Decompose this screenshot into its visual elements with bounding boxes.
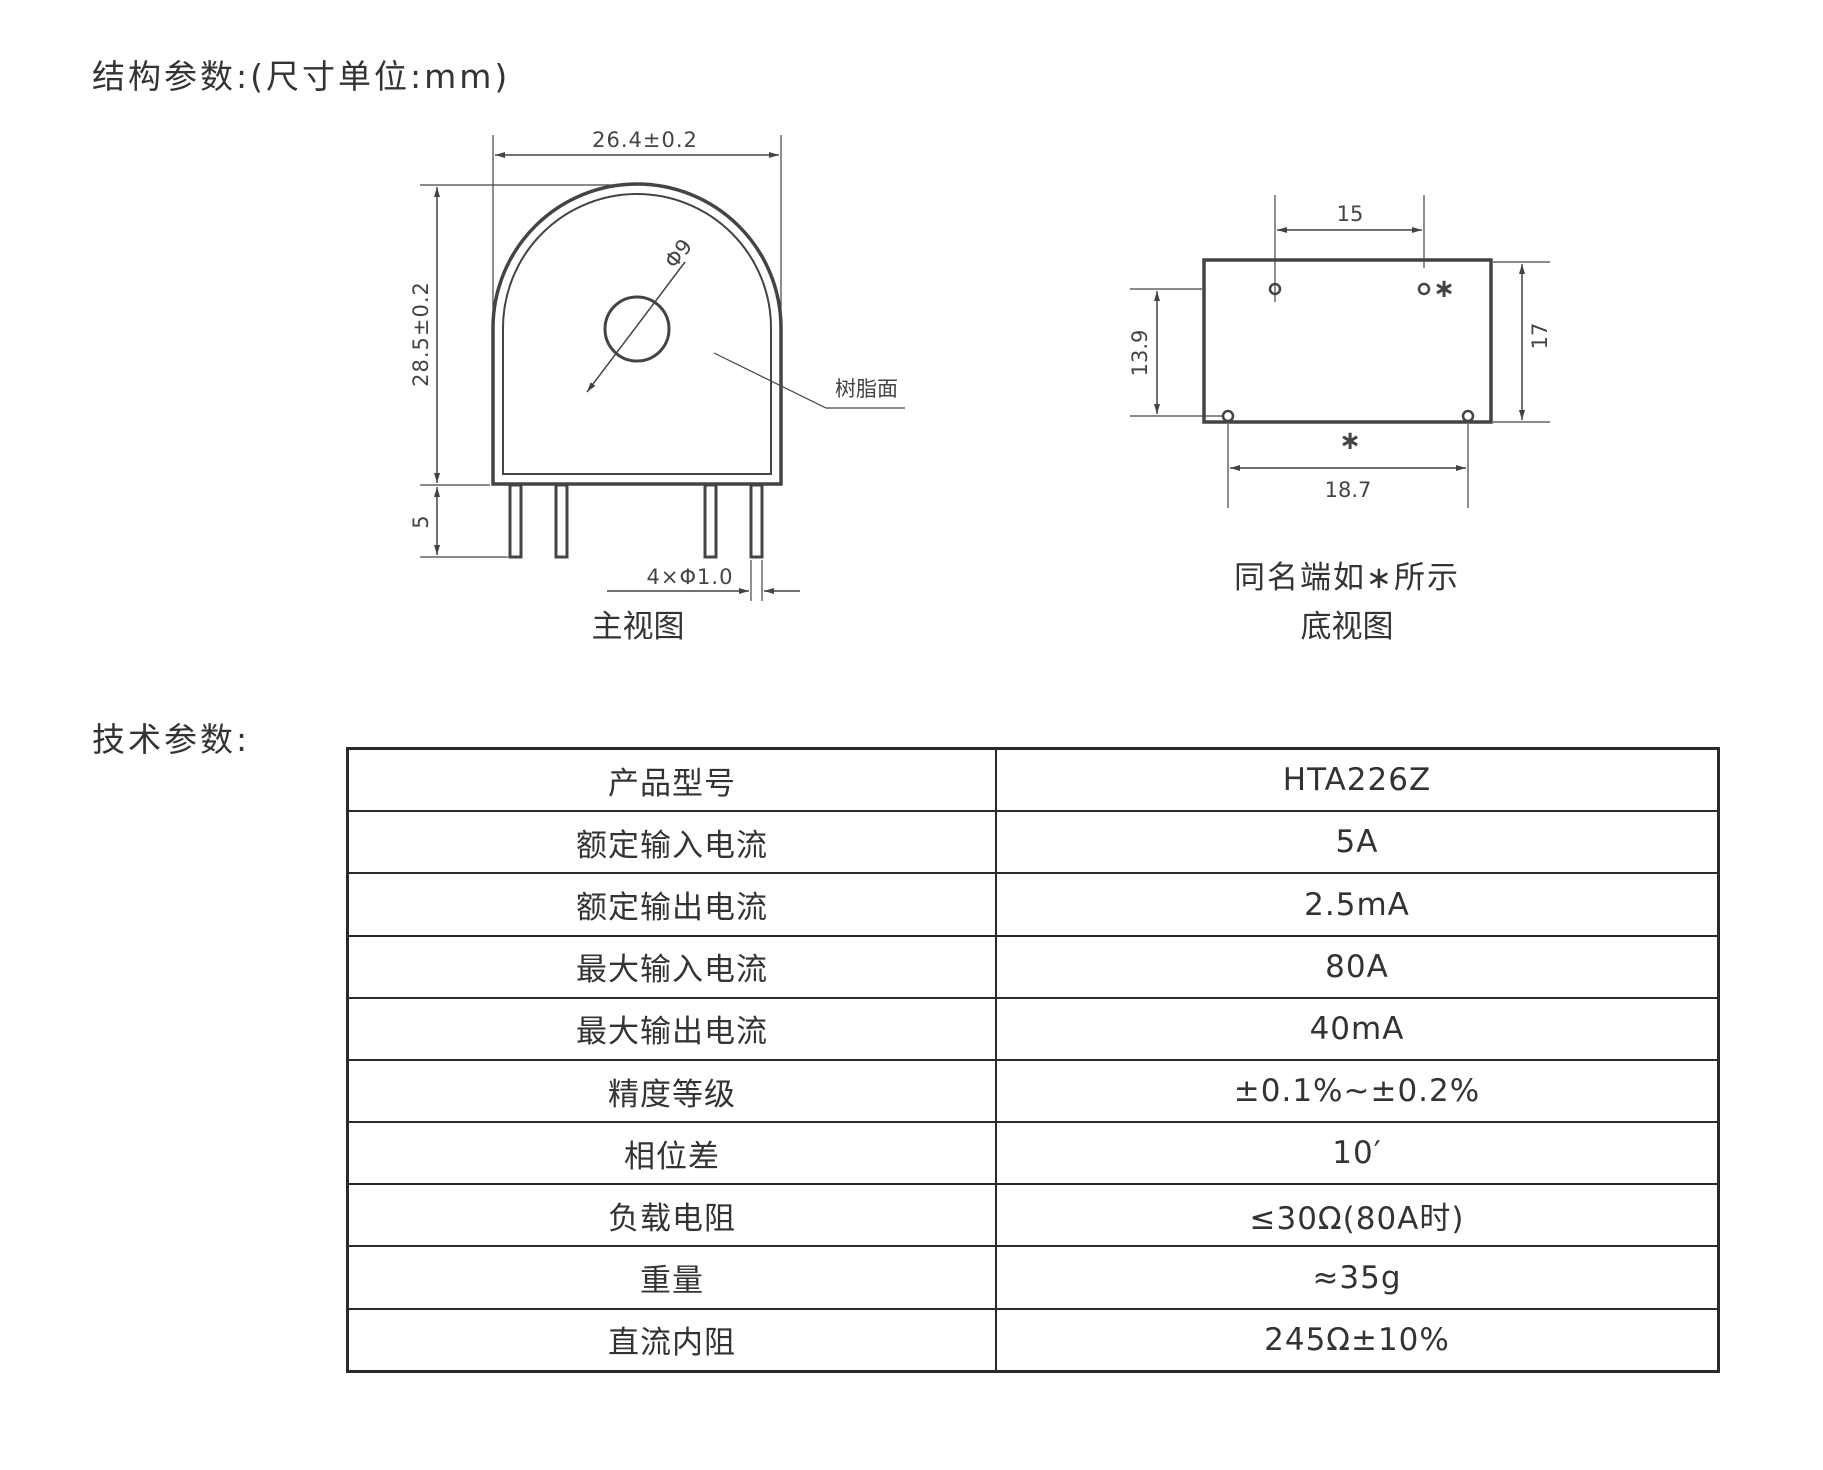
table-row: 额定输出电流 2.5mA bbox=[346, 872, 1720, 937]
polarity-marker: ∗ bbox=[1339, 426, 1361, 456]
spec-label: 最大输入电流 bbox=[346, 934, 997, 999]
pin-diameter-dim: 4×Φ1.0 bbox=[647, 565, 734, 589]
table-row: 相位差 10′ bbox=[346, 1121, 1720, 1186]
bottom-body-outline bbox=[1202, 258, 1493, 424]
table-row: 负载电阻 ≤30Ω(80A时) bbox=[346, 1183, 1720, 1248]
hole-diameter-dim: Φ9 bbox=[660, 235, 697, 273]
spec-label: 负载电阻 bbox=[346, 1183, 997, 1248]
front-body-outline bbox=[491, 182, 783, 486]
tech-params-table: 产品型号 HTA226Z 额定输入电流 5A 额定输出电流 2.5mA 最大输入… bbox=[346, 747, 1720, 1373]
spec-label: 直流内阻 bbox=[346, 1307, 997, 1373]
front-width-dim: 26.4±0.2 bbox=[592, 128, 698, 152]
spec-value: 10′ bbox=[995, 1121, 1720, 1186]
front-pin-length-dim: 5 bbox=[409, 515, 433, 528]
spec-value: HTA226Z bbox=[995, 747, 1720, 813]
structure-title: 结构参数:(尺寸单位:mm) bbox=[92, 57, 511, 96]
front-height-dim: 28.5±0.2 bbox=[409, 281, 433, 387]
bottom-pin bbox=[1461, 409, 1475, 423]
spec-label: 产品型号 bbox=[346, 747, 997, 813]
bottom-pin-spacing-dim: 18.7 bbox=[1325, 478, 1372, 502]
pin-row-spacing-dim: 13.9 bbox=[1128, 330, 1152, 377]
pin bbox=[703, 483, 718, 559]
front-view bbox=[420, 135, 905, 601]
spec-label: 相位差 bbox=[346, 1121, 997, 1186]
spec-label: 额定输入电流 bbox=[346, 810, 997, 875]
table-row: 精度等级 ±0.1%~±0.2% bbox=[346, 1058, 1720, 1124]
table-row: 最大输入电流 80A bbox=[346, 934, 1720, 999]
spec-value: ±0.1%~±0.2% bbox=[995, 1058, 1720, 1124]
center-hole bbox=[603, 295, 671, 363]
spec-value: ≤30Ω(80A时) bbox=[995, 1183, 1720, 1248]
spec-label: 精度等级 bbox=[346, 1058, 997, 1124]
table-row: 重量 ≈35g bbox=[346, 1245, 1720, 1310]
spec-label: 最大输出电流 bbox=[346, 996, 997, 1061]
body-depth-dim: 17 bbox=[1528, 323, 1552, 350]
spec-label: 重量 bbox=[346, 1245, 997, 1310]
table-row: 额定输入电流 5A bbox=[346, 810, 1720, 875]
bottom-view-caption: 底视图 bbox=[1300, 609, 1394, 645]
spec-value: 40mA bbox=[995, 996, 1720, 1061]
table-row: 直流内阻 245Ω±10% bbox=[346, 1307, 1720, 1373]
spec-label: 额定输出电流 bbox=[346, 872, 997, 937]
bottom-view bbox=[1130, 195, 1550, 508]
top-pin-spacing-dim: 15 bbox=[1337, 202, 1364, 226]
tech-params-title: 技术参数: bbox=[92, 720, 251, 759]
pin bbox=[554, 483, 569, 559]
spec-value: 80A bbox=[995, 934, 1720, 999]
bottom-pin bbox=[1417, 282, 1431, 296]
table-row: 最大输出电流 40mA bbox=[346, 996, 1720, 1061]
front-body-inner bbox=[502, 193, 772, 475]
resin-label: 树脂面 bbox=[835, 377, 898, 401]
pin bbox=[508, 483, 523, 559]
bottom-pin bbox=[1221, 409, 1235, 423]
spec-value: 2.5mA bbox=[995, 872, 1720, 937]
pin bbox=[749, 483, 764, 559]
polarity-note: 同名端如∗所示 bbox=[1234, 560, 1460, 596]
spec-value: ≈35g bbox=[995, 1245, 1720, 1310]
spec-value: 5A bbox=[995, 810, 1720, 875]
dimension-drawings: 26.4±0.2 28.5±0.2 5 Φ9 树脂面 4×Φ1.0 15 18.… bbox=[409, 128, 1552, 601]
front-view-caption: 主视图 bbox=[591, 609, 685, 645]
polarity-marker: ∗ bbox=[1433, 274, 1455, 304]
table-row: 产品型号 HTA226Z bbox=[346, 747, 1720, 813]
spec-value: 245Ω±10% bbox=[995, 1307, 1720, 1373]
